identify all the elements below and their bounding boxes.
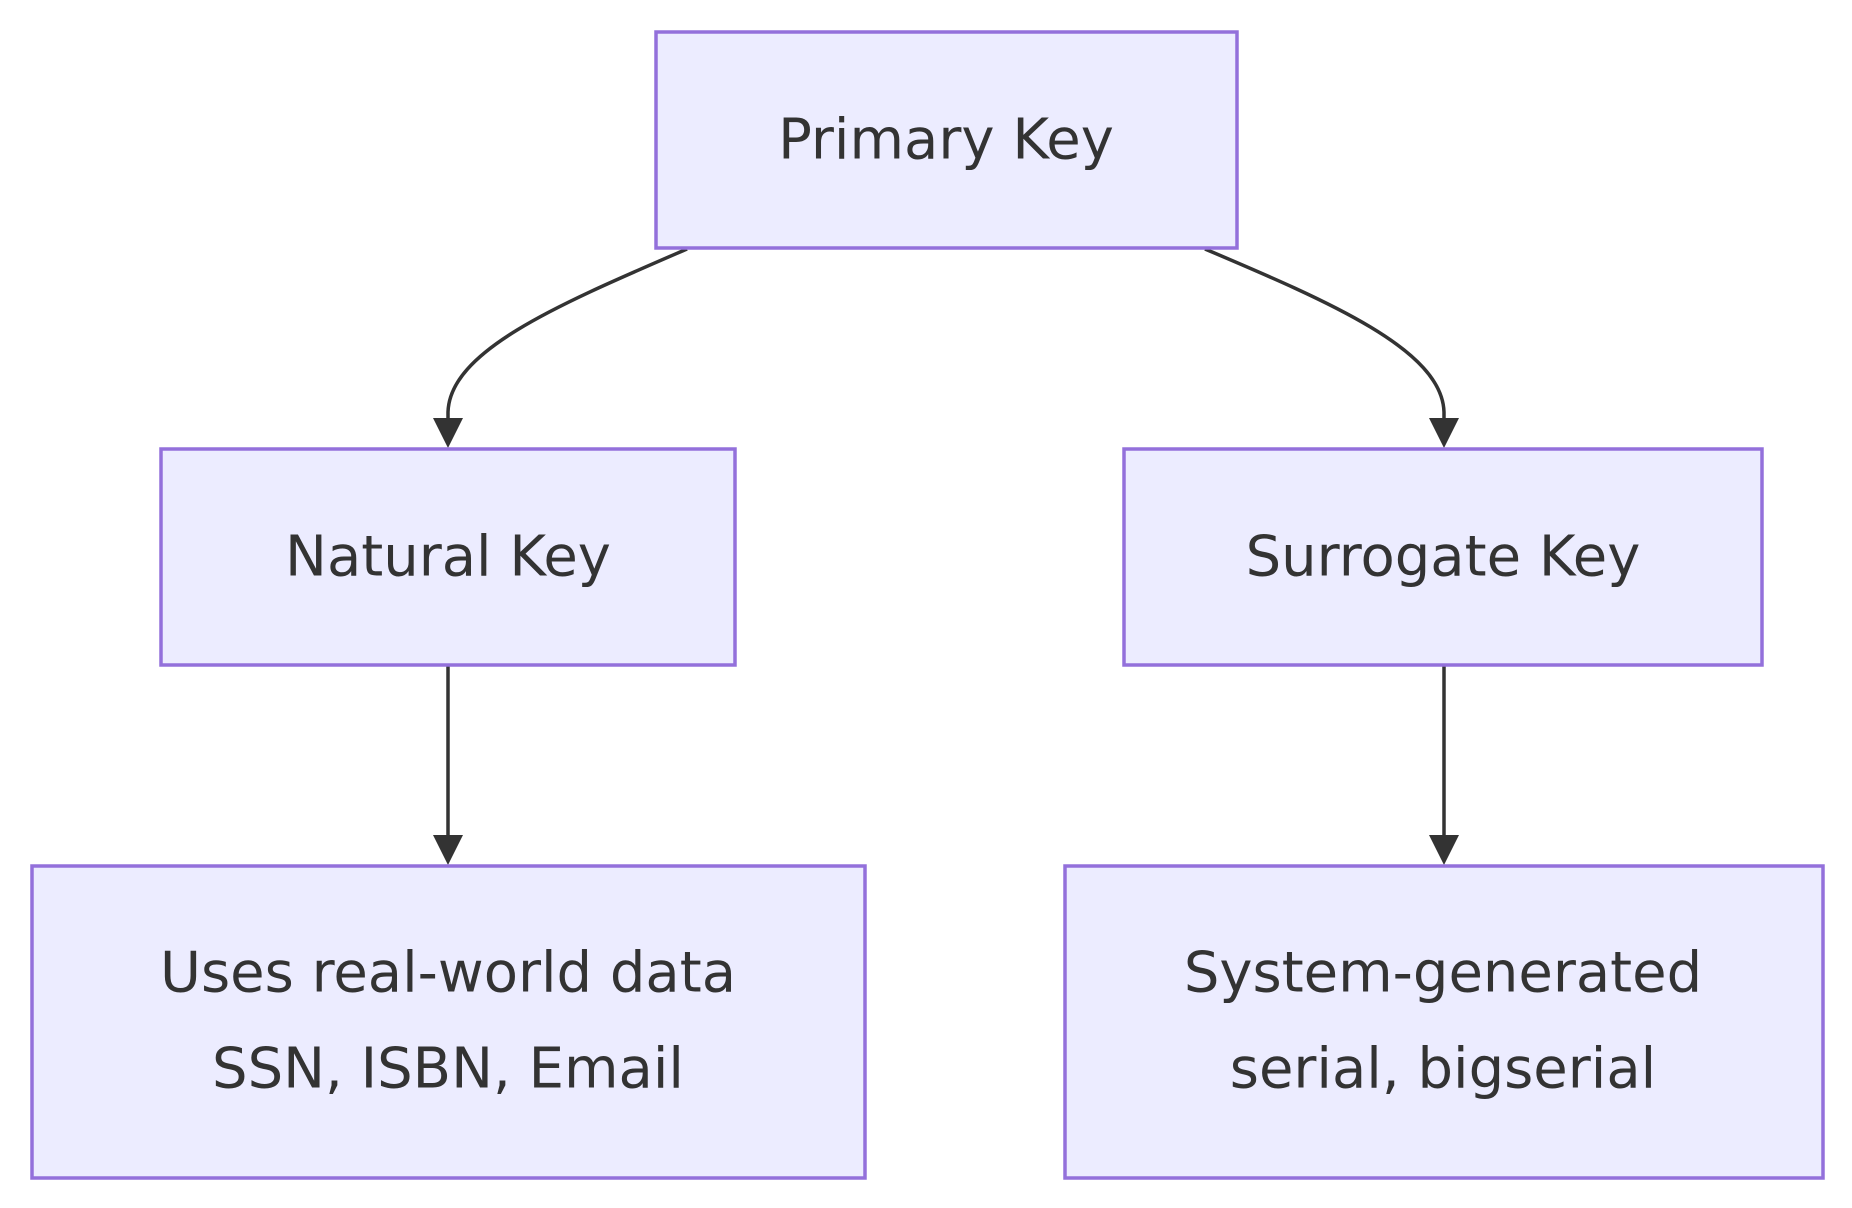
node-label-line-1: System-generated bbox=[1184, 941, 1702, 1006]
node-natural-description[interactable]: Uses real-world data SSN, ISBN, Email bbox=[30, 864, 867, 1180]
node-surrogate-key[interactable]: Surrogate Key bbox=[1122, 447, 1764, 667]
edge-primary-to-surrogate bbox=[1204, 247, 1459, 448]
node-label: Primary Key bbox=[778, 108, 1114, 173]
node-label: Surrogate Key bbox=[1246, 525, 1641, 590]
node-box bbox=[1063, 864, 1825, 1180]
node-surrogate-description[interactable]: System-generated serial, bigserial bbox=[1063, 864, 1825, 1180]
node-box bbox=[30, 864, 867, 1180]
node-box bbox=[159, 447, 737, 667]
arrow-head bbox=[1429, 418, 1459, 448]
node-label-line-2: SSN, ISBN, Email bbox=[212, 1037, 684, 1102]
node-primary-key[interactable]: Primary Key bbox=[654, 30, 1239, 250]
edges bbox=[433, 247, 1459, 865]
arrow-head bbox=[1429, 835, 1459, 865]
arrow-head bbox=[433, 835, 463, 865]
node-box bbox=[1122, 447, 1764, 667]
node-box bbox=[654, 30, 1239, 250]
edge-natural-to-desc bbox=[433, 666, 463, 865]
node-label-line-2: serial, bigserial bbox=[1230, 1037, 1656, 1102]
edge-line bbox=[446, 247, 688, 418]
node-label: Natural Key bbox=[285, 525, 611, 590]
edge-surrogate-to-desc bbox=[1429, 666, 1459, 865]
node-natural-key[interactable]: Natural Key bbox=[159, 447, 737, 667]
edge-primary-to-natural bbox=[433, 247, 688, 448]
arrow-head bbox=[433, 418, 463, 448]
node-label-line-1: Uses real-world data bbox=[160, 941, 736, 1006]
edge-line bbox=[1204, 247, 1446, 418]
